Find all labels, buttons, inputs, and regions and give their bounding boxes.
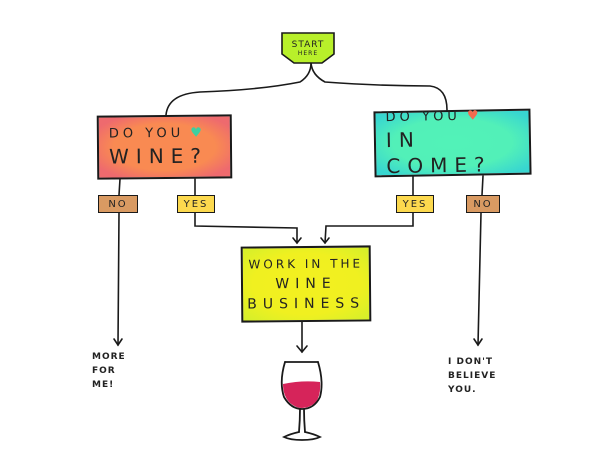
outcome-left-line1: MORE — [92, 352, 126, 362]
outcome-more-for-me: MORE FOR ME! — [92, 350, 126, 392]
start-sublabel: HERE — [297, 49, 319, 57]
start-box-outline — [281, 32, 335, 64]
outcome-left-line3: ME! — [92, 380, 115, 390]
branch-right-no: NO — [466, 195, 500, 213]
branch-right-yes: YES — [396, 195, 434, 213]
branch-left-yes: YES — [177, 195, 215, 213]
outcome-right-line3: YOU. — [448, 385, 477, 395]
start-node: START HERE — [282, 33, 334, 63]
outcome-right-line2: BELIEVE — [448, 371, 497, 381]
outcome-i-dont-believe-you: I DON'T BELIEVE YOU. — [448, 355, 496, 397]
branch-left-no: NO — [98, 195, 138, 213]
outcome-left-line2: FOR — [92, 366, 116, 376]
outcome-right-line1: I DON'T — [448, 357, 494, 367]
start-label: START — [291, 39, 325, 50]
